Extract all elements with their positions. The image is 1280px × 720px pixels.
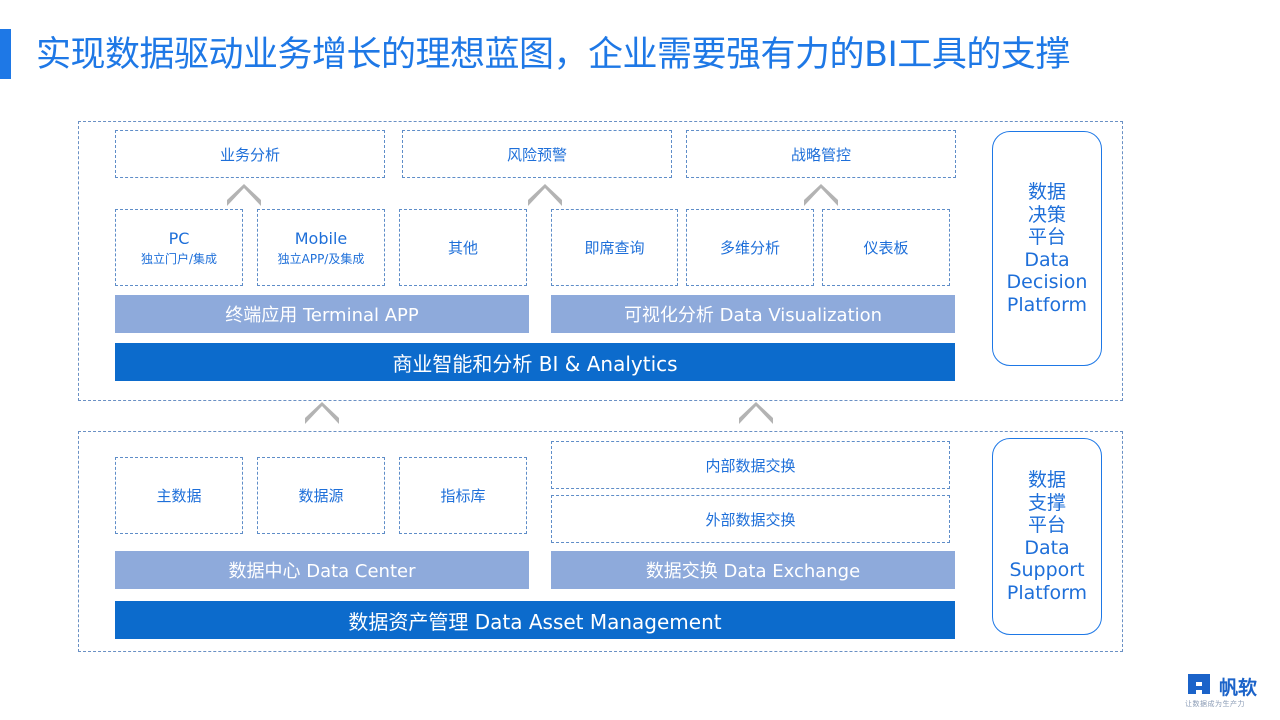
goal-label: 风险预警	[506, 145, 567, 164]
brand-name: 帆软	[1219, 677, 1258, 699]
platform-line: 决策	[1027, 203, 1066, 226]
platform-line: 数据	[1027, 181, 1066, 203]
viz-adhoc-query: 即席查询	[551, 209, 678, 286]
center-label: 数据源	[298, 487, 344, 505]
platform-line: Decision	[1006, 271, 1088, 293]
viz-label: 即席查询	[584, 239, 645, 257]
support-platform-zone	[78, 431, 1123, 652]
platform-line: 平台	[1027, 226, 1066, 248]
viz-multidimensional: 多维分析	[686, 209, 814, 286]
goal-business-analysis: 业务分析	[115, 130, 385, 178]
exchange-label: 外部数据交换	[705, 510, 796, 529]
terminal-mobile-label: Mobile	[294, 228, 348, 248]
platform-line: Data	[1024, 536, 1070, 559]
brand-logo: 帆软 让数据成为生产力	[1185, 671, 1269, 711]
viz-label: 仪表板	[863, 239, 909, 257]
terminal-mobile-sub: 独立APP/及集成	[277, 251, 365, 266]
center-master-data: 主数据	[115, 457, 243, 534]
page-title: 实现数据驱动业务增长的理想蓝图，企业需要强有力的BI工具的支撑	[36, 35, 1070, 75]
terminal-other-label: 其他	[447, 239, 478, 257]
terminal-pc-sub: 独立门户/集成	[140, 251, 218, 266]
viz-label: 多维分析	[719, 239, 780, 257]
center-label: 主数据	[156, 487, 202, 505]
exchange-external: 外部数据交换	[551, 495, 950, 543]
title-accent-bar	[0, 29, 11, 79]
data-center-band: 数据中心 Data Center	[115, 551, 529, 589]
exchange-internal: 内部数据交换	[551, 441, 950, 489]
center-data-source: 数据源	[257, 457, 385, 534]
support-platform-label: 数据 支撑 平台 Data Support Platform	[992, 438, 1102, 635]
brand-tagline: 让数据成为生产力	[1185, 700, 1245, 708]
platform-line: Data	[1024, 248, 1070, 271]
terminal-mobile: Mobile 独立APP/及集成	[257, 209, 385, 286]
goal-label: 战略管控	[790, 145, 851, 164]
platform-line: 平台	[1027, 514, 1066, 536]
platform-line: Platform	[1006, 581, 1088, 604]
data-visualization-band: 可视化分析 Data Visualization	[551, 295, 955, 333]
platform-line: 支撑	[1027, 491, 1066, 514]
center-label: 指标库	[440, 487, 486, 505]
brand-mark-icon	[1188, 674, 1210, 694]
platform-line: Platform	[1006, 293, 1088, 316]
chevron-up-icon	[305, 402, 339, 424]
data-asset-management-band: 数据资产管理 Data Asset Management	[115, 601, 955, 639]
platform-line: 数据	[1027, 469, 1066, 491]
viz-dashboard: 仪表板	[822, 209, 950, 286]
terminal-pc: PC 独立门户/集成	[115, 209, 243, 286]
chevron-up-icon	[227, 184, 261, 206]
terminal-other: 其他	[399, 209, 527, 286]
chevron-up-icon	[804, 184, 838, 206]
terminal-pc-label: PC	[168, 228, 190, 248]
exchange-label: 内部数据交换	[705, 456, 796, 475]
decision-platform-label: 数据 决策 平台 Data Decision Platform	[992, 131, 1102, 366]
goal-strategic-control: 战略管控	[686, 130, 956, 178]
center-metric-library: 指标库	[399, 457, 527, 534]
chevron-up-icon	[528, 184, 562, 206]
goal-risk-warning: 风险预警	[402, 130, 672, 178]
bi-analytics-band: 商业智能和分析 BI & Analytics	[115, 343, 955, 381]
decision-platform-zone	[78, 121, 1123, 401]
platform-line: Support	[1009, 559, 1085, 581]
goal-label: 业务分析	[219, 145, 280, 164]
chevron-up-icon	[739, 402, 773, 424]
data-exchange-band: 数据交换 Data Exchange	[551, 551, 955, 589]
terminal-app-band: 终端应用 Terminal APP	[115, 295, 529, 333]
